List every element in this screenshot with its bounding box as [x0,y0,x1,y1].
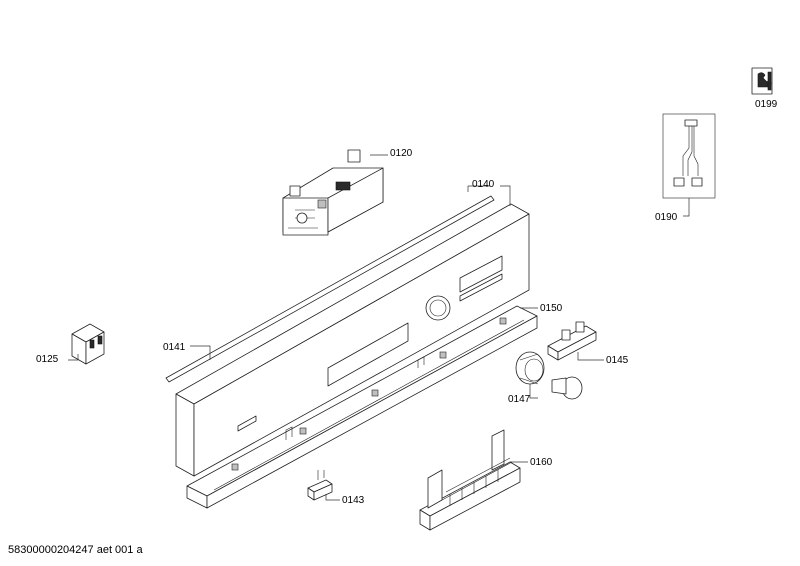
label-0147: 0147 [508,394,531,405]
part-0140-control-panel[interactable] [175,185,530,477]
part-0150-base-rail[interactable] [186,305,538,509]
label-0150: 0150 [540,303,563,314]
label-0140: 0140 [472,179,495,190]
label-0190: 0190 [655,212,678,223]
part-0145-button-block[interactable] [547,321,604,361]
part-0120-control-module[interactable] [282,149,388,236]
part-0160-bracket[interactable] [419,429,528,531]
part-0125-switch[interactable] [68,323,105,365]
label-0145: 0145 [606,355,629,366]
part-0147-knob[interactable] [515,351,583,400]
part-0141-seal-strip[interactable] [165,195,495,383]
label-0141: 0141 [163,342,186,353]
part-0199-tool-icon[interactable] [751,67,773,95]
label-0120: 0120 [390,148,413,159]
document-code: 58300000204247 aet 001 a [8,544,143,556]
label-0143: 0143 [342,495,365,506]
label-0125: 0125 [36,354,59,365]
part-0190-cable-harness[interactable] [662,113,716,217]
label-0160: 0160 [530,457,553,468]
label-0199: 0199 [755,99,778,110]
part-0143-connector[interactable] [307,470,340,501]
